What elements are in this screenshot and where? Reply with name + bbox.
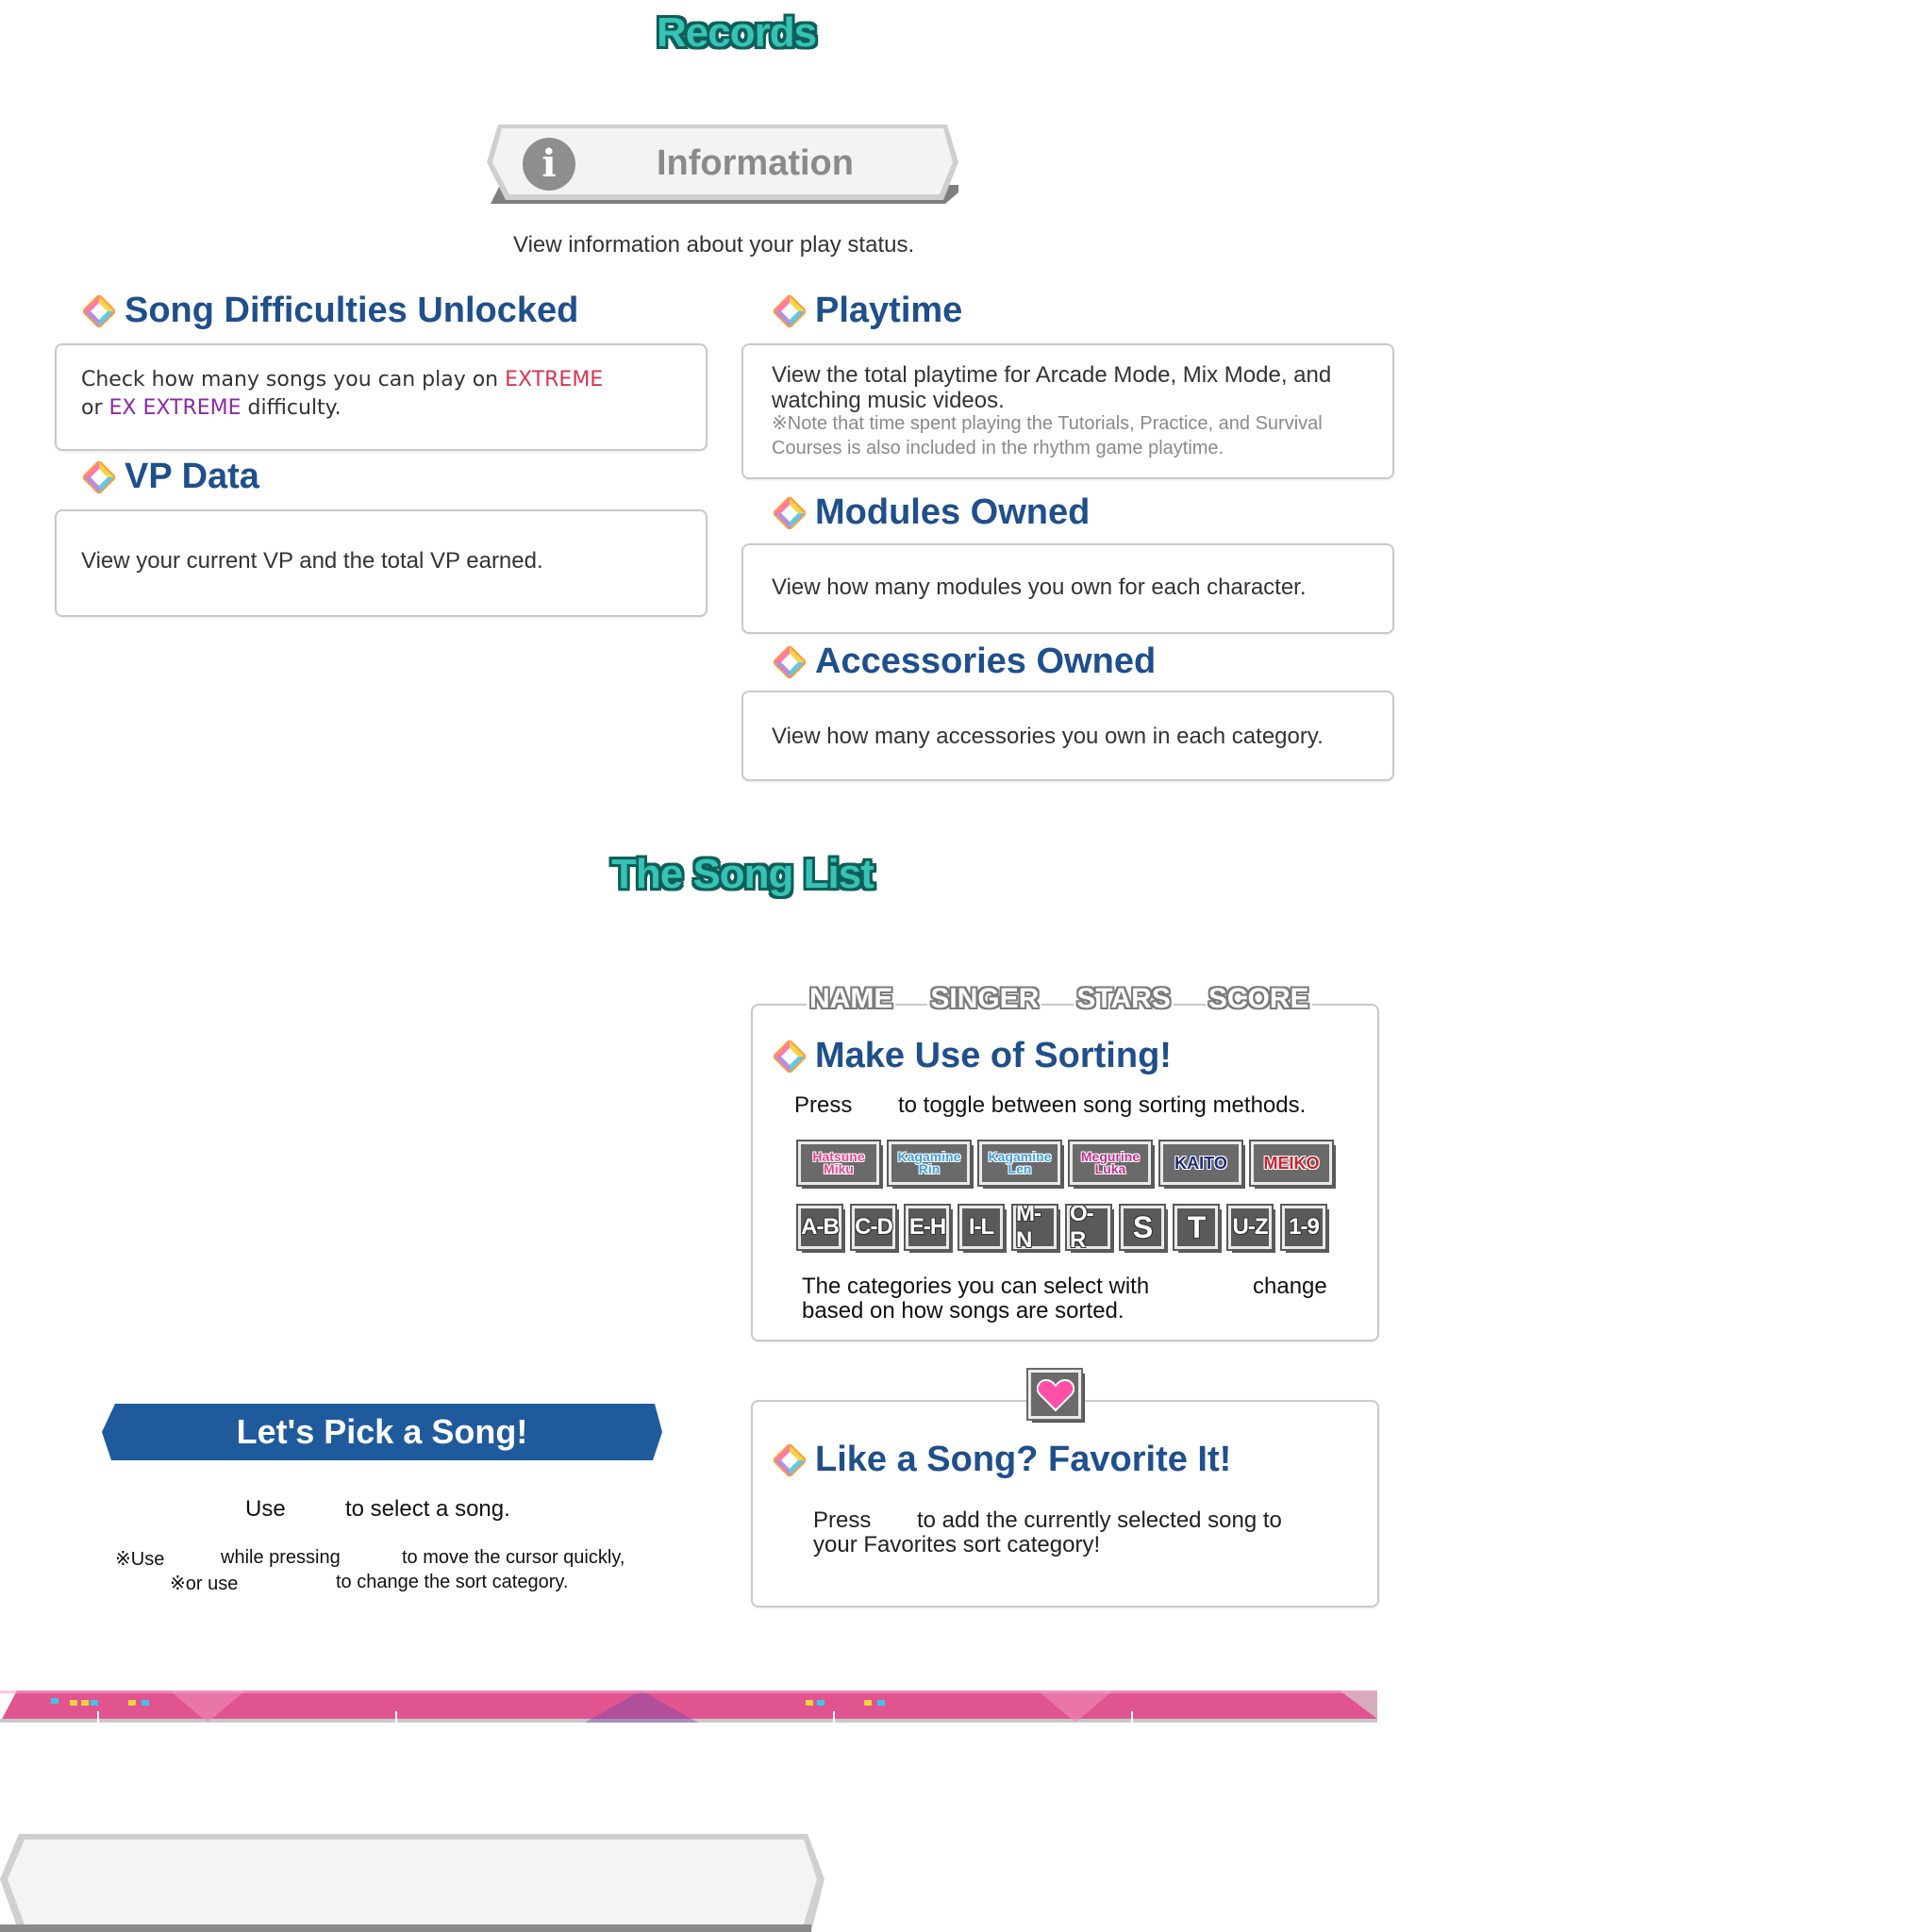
- diamond-icon: [774, 1040, 806, 1073]
- chip-kagamine-rin[interactable]: Kagamine Rin: [887, 1140, 972, 1187]
- pink-decor-strip: [0, 1690, 1377, 1724]
- text-part: difficulty.: [241, 396, 341, 420]
- sorting-press-rest: to toggle between song sorting methods.: [898, 1092, 1307, 1118]
- pick-note2-a: ※or use: [170, 1574, 239, 1594]
- heading-text: VP Data: [125, 457, 259, 496]
- song-difficulties-box: [55, 343, 708, 451]
- sort-tab-stars[interactable]: STARS: [1074, 983, 1174, 1015]
- pick-note1-c: to move the cursor quickly,: [402, 1547, 625, 1568]
- favorite-line2: your Favorites sort category!: [813, 1532, 1101, 1557]
- favorite-line1-rest: to add the currently selected song to: [917, 1507, 1282, 1533]
- heading-song-difficulties: Song Difficulties Unlocked: [83, 291, 578, 331]
- sort-tab-name[interactable]: NAME: [807, 983, 896, 1015]
- sorting-footer-b: change: [1253, 1274, 1327, 1299]
- records-description: View information about your play status.: [513, 232, 915, 258]
- pick-note1-b: while pressing: [221, 1547, 341, 1568]
- pick-note1-a: ※Use: [115, 1549, 165, 1570]
- heading-favorite: Like a Song? Favorite It!: [774, 1440, 1231, 1480]
- chip-e-h[interactable]: E-H: [904, 1204, 951, 1251]
- modules-box: [741, 543, 1394, 634]
- diamond-icon: [83, 294, 115, 327]
- heading-text: Accessories Owned: [815, 641, 1157, 681]
- playtime-note: ※Note that time spent playing the Tutori…: [772, 413, 1323, 458]
- chip-kagamine-len[interactable]: Kagamine Len: [977, 1140, 1062, 1187]
- info-icon: i: [523, 138, 575, 191]
- pick-song-label: Let's Pick a Song!: [236, 1412, 528, 1451]
- favorite-heart-chip: [1026, 1368, 1083, 1421]
- chip-i-l[interactable]: I-L: [958, 1204, 1005, 1251]
- chip-a-b[interactable]: A-B: [796, 1204, 843, 1251]
- bottom-frame-graphic: [0, 1834, 824, 1932]
- information-banner-frame: [487, 125, 958, 204]
- extreme-label: EXTREME: [505, 368, 604, 391]
- chip-1-9[interactable]: 1-9: [1280, 1204, 1327, 1251]
- chip-m-n[interactable]: M-N: [1011, 1201, 1058, 1253]
- chip-c-d[interactable]: C-D: [850, 1204, 897, 1251]
- information-label: Information: [657, 143, 854, 183]
- pick-song-banner: Let's Pick a Song!: [102, 1404, 662, 1460]
- letter-chips: A-B C-D E-H I-L M-N O-R S T U-Z 1-9: [796, 1201, 1336, 1253]
- pick-note2-b: to change the sort category.: [336, 1572, 569, 1592]
- accessories-text: View how many accessories you own in eac…: [772, 724, 1324, 749]
- accessories-box: [741, 691, 1394, 781]
- heading-accessories-owned: Accessories Owned: [774, 641, 1156, 682]
- records-title: Records: [657, 9, 817, 56]
- diamond-icon: [774, 645, 806, 678]
- vp-data-text: View your current VP and the total VP ea…: [81, 548, 543, 574]
- chip-hatsune-miku[interactable]: Hatsune Miku: [796, 1140, 881, 1187]
- pick-song-banner-shape: [102, 1404, 662, 1460]
- heading-text: Like a Song? Favorite It!: [815, 1440, 1232, 1479]
- song-list-title: The Song List: [611, 851, 874, 897]
- pick-use: Use: [245, 1496, 286, 1522]
- diamond-icon: [83, 460, 115, 493]
- heading-vp-data: VP Data: [83, 457, 259, 497]
- information-banner: i Information: [487, 125, 958, 211]
- heading-text: Modules Owned: [815, 492, 1091, 532]
- diamond-icon: [774, 496, 806, 529]
- pick-use-rest: to select a song.: [345, 1496, 510, 1522]
- diamond-icon: [774, 1443, 806, 1476]
- text-part: Check how many songs you can play on: [81, 368, 506, 391]
- bottom-banner-frame: [0, 1834, 830, 1932]
- heading-text: Playtime: [815, 291, 963, 330]
- character-chips: Hatsune Miku Kagamine Rin Kagamine Len M…: [796, 1140, 1341, 1187]
- chip-s[interactable]: S: [1119, 1204, 1166, 1251]
- chip-meiko[interactable]: MEIKO: [1249, 1140, 1334, 1187]
- sorting-footer-a: The categories you can select with: [802, 1274, 1150, 1299]
- heading-playtime: Playtime: [774, 291, 962, 331]
- sort-tab-score[interactable]: SCORE: [1205, 983, 1312, 1015]
- modules-text: View how many modules you own for each c…: [772, 575, 1307, 600]
- chip-t[interactable]: T: [1173, 1204, 1220, 1251]
- chip-kaito[interactable]: KAITO: [1158, 1140, 1243, 1187]
- song-difficulties-text: Check how many songs you can play on EXT…: [81, 366, 704, 423]
- sorting-press-label: Press: [794, 1092, 853, 1118]
- chip-megurine-luka[interactable]: Megurine Luka: [1068, 1140, 1153, 1187]
- favorite-box: [751, 1400, 1379, 1607]
- heading-text: Make Use of Sorting!: [815, 1036, 1172, 1075]
- ex-extreme-label: EX EXTREME: [108, 396, 242, 420]
- heading-text: Song Difficulties Unlocked: [125, 291, 579, 330]
- text-part: or: [81, 396, 109, 420]
- heading-modules-owned: Modules Owned: [774, 492, 1090, 533]
- sort-tabs: NAME SINGER STARS SCORE: [807, 983, 1312, 1015]
- pink-strip-graphic: [0, 1690, 1377, 1723]
- diamond-icon: [774, 294, 806, 327]
- heading-sorting: Make Use of Sorting!: [774, 1036, 1172, 1076]
- chip-o-r[interactable]: O-R: [1065, 1201, 1112, 1253]
- vp-data-box: [55, 509, 708, 617]
- playtime-box: [741, 343, 1394, 479]
- heart-icon: [1037, 1378, 1074, 1412]
- playtime-text: View the total playtime for Arcade Mode,…: [772, 362, 1332, 413]
- sort-tab-singer[interactable]: SINGER: [927, 983, 1042, 1015]
- favorite-press: Press: [813, 1507, 872, 1533]
- chip-u-z[interactable]: U-Z: [1226, 1204, 1274, 1251]
- sorting-footer-c: based on how songs are sorted.: [802, 1298, 1124, 1324]
